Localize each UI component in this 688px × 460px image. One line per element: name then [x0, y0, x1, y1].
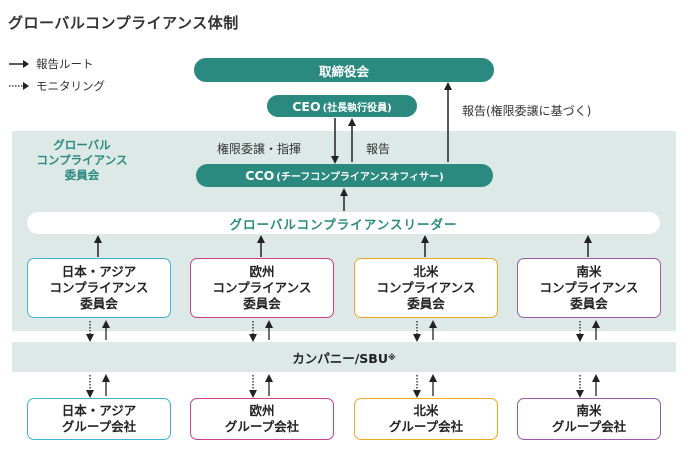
- global-leader-bar: グローバルコンプライアンスリーダー: [27, 212, 660, 234]
- box-line: 南米: [576, 264, 602, 279]
- solid-arrow-icon: [9, 60, 29, 68]
- box-line: 日本・アジア: [61, 403, 137, 418]
- authority-label: 権限委譲・指揮: [217, 142, 302, 156]
- box-line: 欧州: [249, 264, 275, 279]
- legend-monitor-label: モニタリング: [36, 79, 105, 93]
- group-company-south-america: 南米 グループ会社: [517, 398, 661, 440]
- box-line: グループ会社: [551, 419, 627, 434]
- box-line: コンプライアンス: [539, 280, 639, 295]
- box-line: コンプライアンス: [212, 280, 312, 295]
- group-company-north-america: 北米 グループ会社: [354, 398, 498, 440]
- company-sbu-label: カンパニー/SBU※: [12, 342, 676, 372]
- company-sbu-note-mark: ※: [387, 352, 396, 362]
- box-line: グループ会社: [388, 419, 464, 434]
- board-of-directors-box: 取締役会: [194, 58, 494, 82]
- global-leader-label: グローバルコンプライアンスリーダー: [229, 216, 458, 232]
- report-label: 報告: [366, 142, 391, 156]
- committee-south-america: 南米 コンプライアンス 委員会: [517, 258, 661, 318]
- committee-japan-asia: 日本・アジア コンプライアンス 委員会: [27, 258, 171, 318]
- ceo-label: CEO: [292, 98, 321, 114]
- company-sbu-text: カンパニー/SBU: [292, 350, 388, 366]
- box-line: コンプライアンス: [49, 280, 149, 295]
- legend-report-label: 報告ルート: [36, 57, 94, 71]
- committee-label-line: コンプライアンス: [36, 153, 128, 167]
- committee-label-line: 委員会: [64, 168, 100, 182]
- box-line: 北米: [413, 403, 439, 418]
- legend-report: 報告ルート: [8, 56, 94, 72]
- page-title: グローバルコンプライアンス体制: [8, 14, 239, 32]
- box-line: 委員会: [407, 296, 445, 311]
- box-line: 委員会: [80, 296, 118, 311]
- group-company-japan-asia: 日本・アジア グループ会社: [27, 398, 171, 440]
- cco-box: CCO(チーフコンプライアンスオフィサー): [196, 164, 493, 187]
- box-line: グループ会社: [61, 419, 137, 434]
- board-label: 取締役会: [318, 63, 369, 79]
- cco-label: CCO: [245, 168, 275, 183]
- box-line: 欧州: [249, 403, 275, 418]
- report-board-label: 報告(権限委譲に基づく): [462, 104, 592, 118]
- ceo-sublabel: (社長執行役員): [322, 102, 392, 114]
- dotted-arrow-icon: [9, 82, 29, 90]
- cco-sublabel: (チーフコンプライアンスオフィサー): [276, 172, 444, 183]
- box-line: コンプライアンス: [376, 280, 476, 295]
- group-company-europe: 欧州 グループ会社: [190, 398, 334, 440]
- box-line: 委員会: [243, 296, 281, 311]
- committee-europe: 欧州 コンプライアンス 委員会: [190, 258, 334, 318]
- box-line: 委員会: [570, 296, 608, 311]
- committee-north-america: 北米 コンプライアンス 委員会: [354, 258, 498, 318]
- legend-monitor: モニタリング: [8, 78, 105, 94]
- box-line: 日本・アジア: [61, 264, 137, 279]
- ceo-box: CEO(社長執行役員): [267, 95, 417, 117]
- box-line: 南米: [576, 403, 602, 418]
- committee-label-line: グローバル: [53, 138, 111, 152]
- global-committee-label: グローバル コンプライアンス 委員会: [36, 138, 128, 183]
- company-strip: [12, 342, 676, 372]
- box-line: 北米: [413, 264, 439, 279]
- box-line: グループ会社: [224, 419, 300, 434]
